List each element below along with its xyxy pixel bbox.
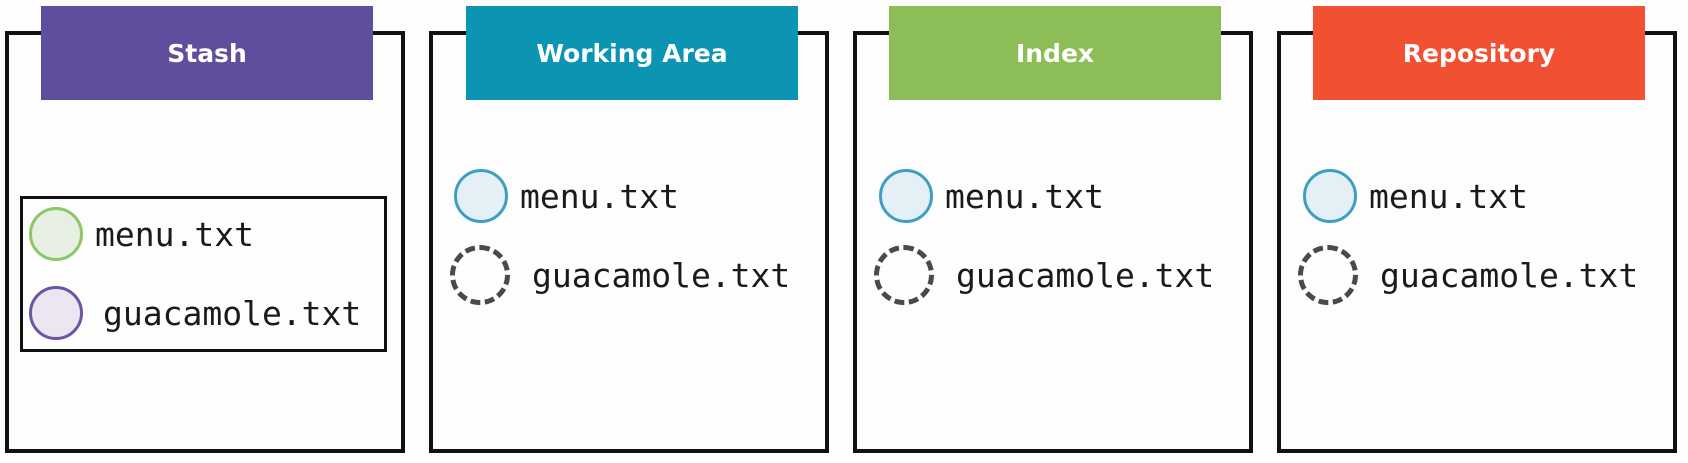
stash-header: Stash	[41, 6, 373, 100]
repository-file-guacamole: guacamole.txt	[1298, 245, 1638, 305]
working-area-file-guacamole: guacamole.txt	[450, 245, 790, 305]
index-panel	[853, 31, 1253, 453]
index-file-menu: menu.txt	[879, 169, 1104, 223]
stash-entry-box	[20, 196, 387, 352]
file-name: guacamole.txt	[1380, 255, 1639, 295]
repository-title: Repository	[1402, 38, 1556, 68]
untracked-file-icon	[874, 245, 934, 305]
file-name: menu.txt	[945, 176, 1104, 216]
working-area-header: Working Area	[466, 6, 798, 100]
untracked-file-icon	[450, 245, 510, 305]
file-name: menu.txt	[520, 176, 679, 216]
stashed-file-icon	[29, 286, 83, 340]
working-area-title: Working Area	[536, 38, 728, 68]
repository-header: Repository	[1313, 6, 1645, 100]
stash-file-guacamole: guacamole.txt	[29, 286, 361, 340]
file-name: menu.txt	[95, 214, 254, 254]
working-area-panel	[429, 31, 829, 453]
index-title: Index	[1015, 38, 1095, 68]
tracked-file-icon	[879, 169, 933, 223]
file-name: guacamole.txt	[103, 293, 362, 333]
repository-file-menu: menu.txt	[1303, 169, 1528, 223]
modified-file-icon	[29, 207, 83, 261]
file-name: menu.txt	[1369, 176, 1528, 216]
untracked-file-icon	[1298, 245, 1358, 305]
file-name: guacamole.txt	[956, 255, 1215, 295]
tracked-file-icon	[1303, 169, 1357, 223]
stash-file-menu: menu.txt	[29, 207, 254, 261]
stash-title: Stash	[167, 38, 247, 68]
index-header: Index	[889, 6, 1221, 100]
file-name: guacamole.txt	[532, 255, 791, 295]
tracked-file-icon	[454, 169, 508, 223]
working-area-file-menu: menu.txt	[454, 169, 679, 223]
index-file-guacamole: guacamole.txt	[874, 245, 1214, 305]
